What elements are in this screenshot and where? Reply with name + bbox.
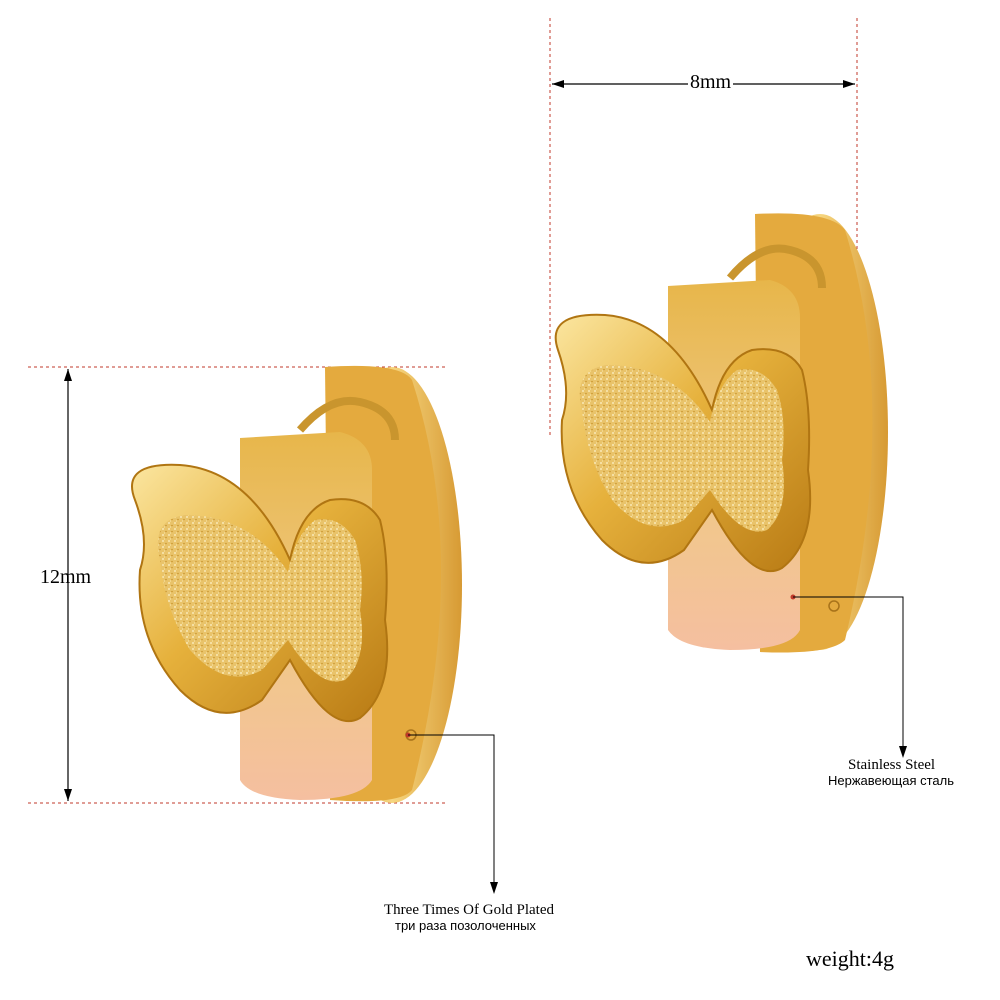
width-dimension-label: 8mm (688, 71, 734, 94)
earring-right (554, 213, 888, 653)
gold-plated-label: Three Times Of Gold Plated (384, 902, 554, 918)
height-dimension-guide (28, 366, 445, 804)
gold-plated-label-ru: три раза позолоченных (395, 918, 536, 933)
earring-left (131, 365, 462, 803)
steel-label: Stainless Steel (848, 757, 936, 773)
weight-label: weight:4g (806, 946, 894, 971)
steel-label-ru: Нержавеющая сталь (828, 773, 954, 788)
gold-callout-line (405, 732, 498, 894)
steel-callout-line (790, 594, 907, 758)
height-dimension-label: 12mm (40, 566, 92, 588)
